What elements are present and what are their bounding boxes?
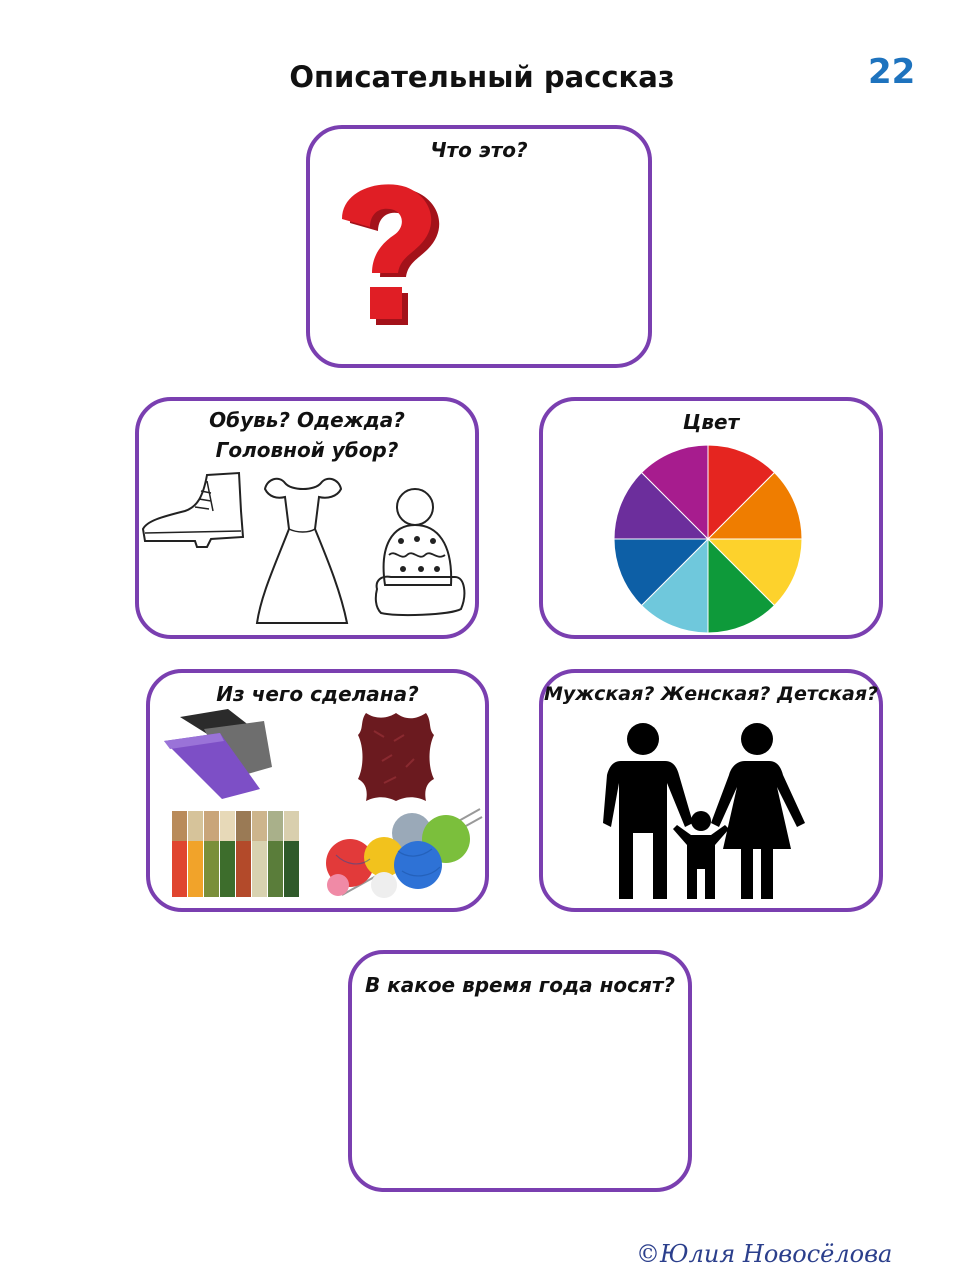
color-wheel-segment bbox=[707, 537, 776, 634]
textile-sample bbox=[204, 841, 219, 897]
textile-sample bbox=[172, 841, 187, 897]
leather-hide-icon bbox=[358, 713, 434, 801]
yarn-balls-icon bbox=[326, 808, 483, 898]
color-wheel-segment bbox=[640, 537, 709, 634]
color-wheel-segment bbox=[707, 444, 776, 541]
knit-hat-icon bbox=[374, 488, 466, 617]
fabric-swatches-icon bbox=[164, 709, 272, 799]
color-wheel-segment bbox=[640, 444, 709, 541]
color-wheel-segment bbox=[706, 538, 803, 607]
textile-sample bbox=[220, 841, 235, 897]
textile-sample bbox=[252, 841, 267, 897]
textile-sample bbox=[188, 841, 203, 897]
card-material-label: Из чего сделана? bbox=[216, 682, 419, 706]
card-gender: Мужская? Женская? Детская? bbox=[539, 669, 883, 912]
textile-sample bbox=[284, 811, 299, 845]
card-what-label: Что это? bbox=[430, 138, 528, 162]
dress-icon bbox=[255, 477, 349, 624]
textile-sample bbox=[268, 841, 283, 897]
card-category-line2: Головной убор? bbox=[215, 438, 399, 462]
page-number: 22 bbox=[868, 52, 916, 92]
textile-sample bbox=[220, 811, 235, 845]
card-category-line1: Обувь? Одежда? bbox=[209, 408, 405, 432]
color-wheel-segment bbox=[706, 471, 803, 540]
textile-sample bbox=[236, 811, 251, 845]
card-color: Цвет bbox=[539, 397, 883, 639]
textile-sample bbox=[284, 841, 299, 897]
textile-sample bbox=[188, 811, 203, 845]
textile-sample bbox=[204, 811, 219, 845]
card-material: Из чего сделана? bbox=[146, 669, 489, 912]
card-gender-label: Мужская? Женская? Детская? bbox=[543, 683, 879, 705]
card-season: В какое время года носят? bbox=[348, 950, 692, 1192]
textile-sample bbox=[172, 811, 187, 845]
textile-sample bbox=[268, 811, 283, 845]
textile-samples-icon bbox=[172, 811, 299, 897]
boot-icon bbox=[141, 471, 245, 548]
color-wheel-icon bbox=[613, 444, 803, 634]
copyright-footer: ©Юлия Новосёлова bbox=[636, 1240, 893, 1268]
card-category: Обувь? Одежда? Головной убор? bbox=[135, 397, 479, 639]
card-what-is-it: Что это? bbox=[306, 125, 652, 368]
color-wheel-segment bbox=[613, 538, 710, 607]
textile-sample bbox=[236, 841, 251, 897]
question-mark-icon bbox=[342, 184, 440, 325]
textile-sample bbox=[252, 811, 267, 845]
color-wheel-segment bbox=[613, 471, 710, 540]
page-title: Описательный рассказ bbox=[289, 60, 675, 94]
card-color-label: Цвет bbox=[682, 410, 740, 434]
family-icon bbox=[603, 723, 805, 899]
card-season-label: В какое время года носят? bbox=[364, 973, 676, 997]
